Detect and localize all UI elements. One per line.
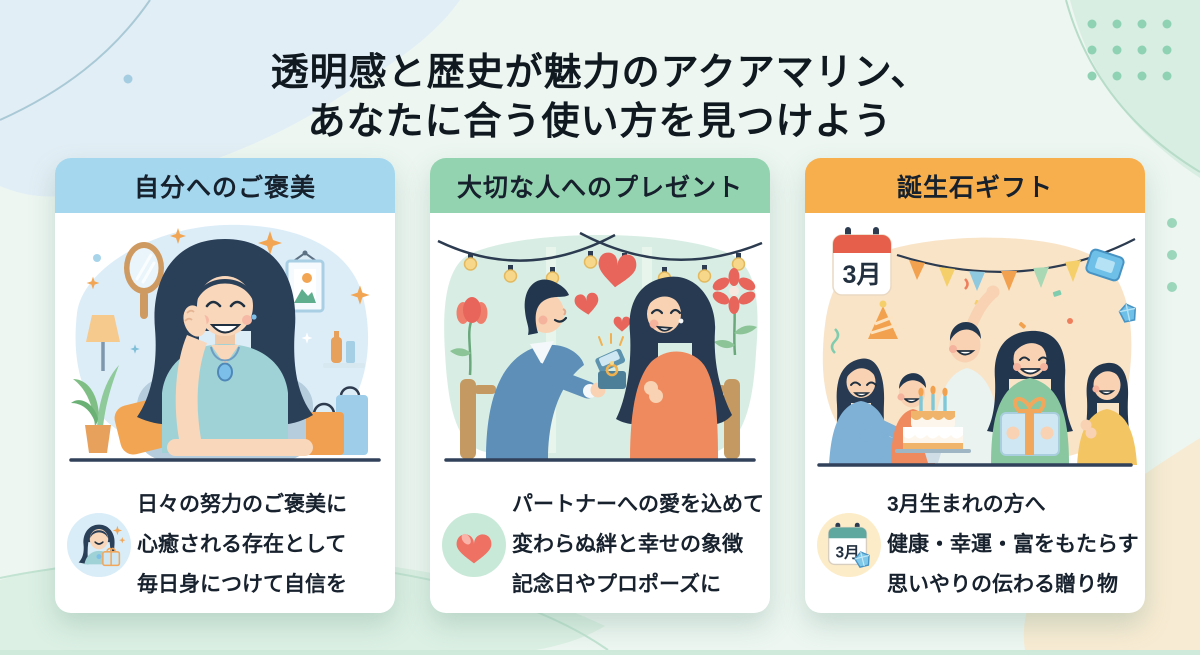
hand-mirror xyxy=(124,242,164,319)
birthstone-gift-caption: 3月 3月生まれの方へ 健康・幸運・富をもたらす 思いやりの伝わる贈り物 xyxy=(805,485,1145,613)
card-self-reward: 自分へのご褒美 xyxy=(55,158,395,613)
caption-line: 変わらぬ絆と幸せの象徴 xyxy=(512,533,743,556)
potted-plant xyxy=(71,365,119,453)
birthday-cake xyxy=(895,385,971,463)
sparkle-stars xyxy=(86,228,370,305)
icon-calendar-month-label: 3月 xyxy=(835,544,859,562)
caption-line: 日々の努力のご褒美に xyxy=(137,493,347,516)
ring-box xyxy=(595,333,626,389)
page-title-line2: あなたに合う使い方を見つけよう xyxy=(307,101,893,144)
caption-line: 思いやりの伝わる贈り物 xyxy=(887,573,1118,596)
woman-figure xyxy=(137,239,313,456)
heart-icon xyxy=(442,513,506,577)
card-gift-loved-one: 大切な人へのプレゼント xyxy=(430,158,770,613)
gift-loved-one-caption: パートナーへの愛を込めて 変わらぬ絆と幸せの象徴 記念日やプロポーズに xyxy=(430,485,770,613)
picture-frame xyxy=(285,250,325,313)
caption-line: 心癒される存在として xyxy=(137,533,347,556)
man-with-gift xyxy=(987,330,1073,465)
proposal-illustration xyxy=(430,213,770,485)
card-birthstone-gift-header: 誕生石ギフト xyxy=(805,158,1145,213)
dot-grid-top-right xyxy=(1087,19,1172,81)
self-reward-caption: 日々の努力のご褒美に 心癒される存在として 毎日身につけて自信を xyxy=(55,485,395,613)
shopping-bags xyxy=(306,386,368,455)
march-birthday-scene: 3月 xyxy=(817,227,1137,467)
string-lights xyxy=(437,231,763,285)
card-gift-loved-one-title: 大切な人へのプレゼント xyxy=(456,173,743,202)
self-reward-text: 日々の努力のご褒美に 心癒される存在として 毎日身につけて自信を xyxy=(137,485,347,605)
cards-row: 自分へのご褒美 xyxy=(55,158,1145,613)
caption-line: 記念日やプロポーズに xyxy=(512,573,721,596)
aquamarine-necklace xyxy=(210,346,240,362)
card-birthstone-gift-title: 誕生石ギフト xyxy=(896,173,1053,202)
calendar-gem-icon: 3月 xyxy=(817,513,881,577)
birthstone-gift-text: 3月生まれの方へ 健康・幸運・富をもたらす 思いやりの伝わる贈り物 xyxy=(887,485,1139,605)
shelf-bottles xyxy=(323,331,365,368)
gift-box xyxy=(1000,396,1060,456)
bottom-bar xyxy=(0,650,1200,655)
blob-top-left xyxy=(0,0,460,197)
tulip-flower xyxy=(450,297,488,376)
aquamarine-gems xyxy=(1085,248,1137,323)
calendar-month-label: 3月 xyxy=(843,261,882,289)
man-proposing xyxy=(486,279,606,459)
card-self-reward-header: 自分へのご褒美 xyxy=(55,158,395,213)
woman-relaxing-scene xyxy=(69,224,381,462)
self-reward-illustration xyxy=(55,213,395,485)
clapping-man xyxy=(1077,362,1137,465)
blob-top-right xyxy=(1065,0,1200,178)
dot-column-right xyxy=(1167,218,1177,292)
caption-line: 健康・幸運・富をもたらす xyxy=(887,533,1139,556)
mini-gem xyxy=(854,551,870,568)
floor-lamp xyxy=(86,315,120,371)
card-gift-loved-one-header: 大切な人へのプレゼント xyxy=(430,158,770,213)
page-title: 透明感と歴史が魅力のアクアマリン、 あなたに合う使い方を見つけよう xyxy=(0,49,1200,146)
bunting-flags xyxy=(896,238,1136,291)
proposal-scene xyxy=(437,231,763,462)
floating-hearts xyxy=(574,252,637,332)
blue-dot xyxy=(123,74,133,84)
woman-gift-icon xyxy=(67,513,131,577)
daisy-flower xyxy=(712,268,757,356)
march-calendar: 3月 xyxy=(832,227,892,296)
birthday-party-illustration: 3月 xyxy=(805,213,1145,485)
caption-line: パートナーへの愛を込めて xyxy=(512,493,764,516)
woman-receiving xyxy=(616,276,732,459)
card-birthstone-gift: 誕生石ギフト xyxy=(805,158,1145,613)
page-title-line1: 透明感と歴史が魅力のアクアマリン、 xyxy=(270,52,930,95)
caption-line: 3月生まれの方へ xyxy=(887,493,1046,516)
caption-line: 毎日身につけて自信を xyxy=(137,573,347,596)
mini-gift-box xyxy=(102,547,121,567)
confetti xyxy=(830,278,1073,354)
gift-loved-one-text: パートナーへの愛を込めて 変わらぬ絆と幸せの象徴 記念日やプロポーズに xyxy=(512,485,764,605)
card-self-reward-title: 自分へのご褒美 xyxy=(133,173,316,202)
